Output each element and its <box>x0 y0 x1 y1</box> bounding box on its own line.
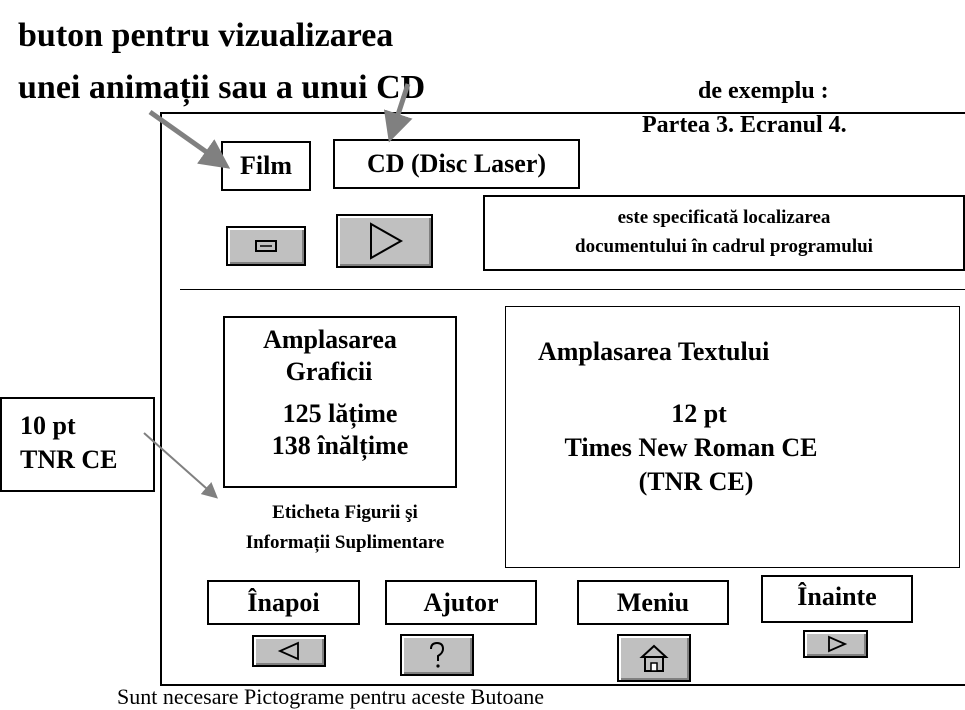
figure-caption-line-1: Eticheta Figurii şi <box>272 502 418 523</box>
next-label-box: Înainte <box>761 575 913 623</box>
film-label-box: Film <box>221 141 311 191</box>
location-note-line-2: documentului în cadrul programului <box>575 236 873 257</box>
arrow-left-icon <box>277 641 299 661</box>
graphic-area-box: Amplasarea Graficii 125 lățime 138 înălț… <box>223 316 457 488</box>
location-note-box: este specificată localizarea documentulu… <box>483 195 965 271</box>
arrow-right-icon <box>828 635 848 653</box>
graphic-area-line-2: Graficii <box>285 357 373 386</box>
arrow-to-figure-caption <box>143 432 218 499</box>
cd-play-button[interactable] <box>336 214 433 268</box>
text-area-title: Amplasarea Textului <box>538 337 770 366</box>
figure-caption: Eticheta Figurii şi Informații Supliment… <box>200 498 490 558</box>
example-note-line-2: Partea 3. Ecranul 4. <box>642 112 847 138</box>
top-note: buton pentru vizualizarea unei animații … <box>18 10 425 114</box>
font-note-line-2: TNR CE <box>20 445 118 474</box>
graphic-height: 138 înălțime <box>271 431 409 460</box>
menu-label: Meniu <box>616 588 690 617</box>
graphic-width: 125 lățime <box>282 399 398 428</box>
question-icon <box>430 641 445 668</box>
next-label: Înainte <box>797 582 877 611</box>
graphic-area-line-1: Amplasarea <box>263 325 397 354</box>
next-button[interactable] <box>803 630 868 658</box>
figure-caption-line-2: Informații Suplimentare <box>245 532 445 553</box>
arrow-to-cd-label <box>383 83 413 143</box>
cd-label-box: CD (Disc Laser) <box>333 139 580 189</box>
help-label-box: Ajutor <box>385 580 537 625</box>
screen-divider <box>180 289 965 290</box>
example-note: de exemplu : Partea 3. Ecranul 4. <box>620 74 950 142</box>
font-note-box: 10 pt TNR CE <box>0 397 155 492</box>
film-label: Film <box>240 151 292 180</box>
cd-label: CD (Disc Laser) <box>366 149 547 178</box>
help-label: Ajutor <box>423 588 499 617</box>
example-note-line-1: de exemplu : <box>698 78 829 104</box>
text-area-size: 12 pt <box>671 399 727 428</box>
play-icon <box>370 222 404 260</box>
film-button[interactable] <box>226 226 306 266</box>
text-area-font-short: (TNR CE) <box>638 467 754 496</box>
location-note-line-1: este specificată localizarea <box>617 207 831 228</box>
text-area-details: 12 pt Times New Roman CE (TNR CE) <box>506 397 876 499</box>
text-area-box: Amplasarea Textului 12 pt Times New Roma… <box>505 306 960 568</box>
top-note-line-2: unei animații sau a unui CD <box>18 69 426 106</box>
home-icon <box>639 644 669 672</box>
menu-label-box: Meniu <box>577 580 729 625</box>
menu-button[interactable] <box>617 634 691 682</box>
screen-frame <box>160 112 965 686</box>
bottom-note: Sunt necesare Pictograme pentru aceste B… <box>117 684 545 709</box>
back-label: Înapoi <box>247 588 320 617</box>
top-note-line-1: buton pentru vizualizarea <box>18 17 394 54</box>
help-button[interactable] <box>400 634 474 676</box>
text-area-font: Times New Roman CE <box>564 433 818 462</box>
font-note-line-1: 10 pt <box>20 411 76 440</box>
back-button[interactable] <box>252 635 326 667</box>
camera-icon <box>255 240 277 252</box>
back-label-box: Înapoi <box>207 580 360 625</box>
arrow-to-film-label <box>148 109 231 169</box>
